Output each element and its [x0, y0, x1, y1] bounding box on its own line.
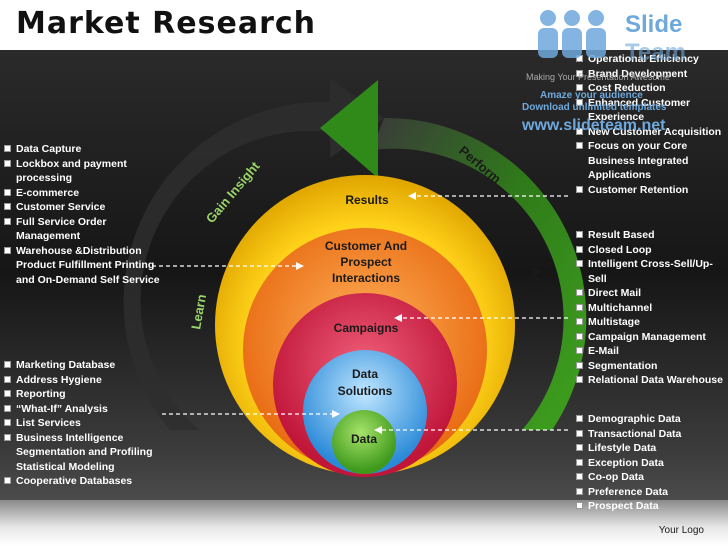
ring-data [332, 410, 396, 474]
list-item: Enhanced Customer Experience [576, 96, 726, 125]
list-item: Marketing Database [4, 358, 172, 373]
bottom-band [0, 500, 728, 546]
list-item: Relational Data Warehouse [576, 373, 726, 388]
list-item: Exception Data [576, 456, 726, 471]
list-item: Preference Data [576, 485, 726, 500]
your-logo-text: Your Logo [658, 525, 704, 536]
page-title: Market Research [16, 6, 316, 41]
cycle-arrow [123, 78, 384, 430]
svg-text:Making Your Presentation Aweso: Making Your Presentation Awesome [526, 72, 670, 82]
arrow-head [320, 80, 378, 178]
label-solutions: Solutions [337, 384, 393, 398]
label-data: Data [350, 432, 377, 446]
svg-text:Team: Team [625, 39, 686, 66]
list-item: New Customer Acquisition [576, 125, 726, 140]
list-item: Transactional Data [576, 427, 726, 442]
list-item: Warehouse &Distribution Product Fulfillm… [4, 244, 172, 288]
list-item: Address Hygiene [4, 373, 172, 388]
label-campaigns: Campaigns [333, 321, 399, 335]
arc-label-apply: Apply [527, 266, 548, 305]
arc-label-learn: Learn [188, 293, 209, 331]
arc-label-gain-insight: Gain Insight [203, 158, 263, 226]
list-item: Customer Service [4, 200, 172, 215]
list-item: Segmentation [576, 359, 726, 374]
list-item: Multistage [576, 315, 726, 330]
list-item: Data Capture [4, 142, 172, 157]
list-item: Demographic Data [576, 412, 726, 427]
list-item: Closed Loop [576, 243, 726, 258]
list-item: Cooperative Databases [4, 474, 172, 489]
list-item: Prospect Data [576, 499, 726, 514]
list-item: Reporting [4, 387, 172, 402]
list-item: Co-op Data [576, 470, 726, 485]
list-item: Operational Efficiency [576, 52, 726, 67]
list-item: Direct Mail [576, 286, 726, 301]
list-item: Focus on your Core Business Integrated A… [576, 139, 726, 183]
list-item: Business Intelligence Segmentation and P… [4, 431, 172, 475]
slideteam-watermark: Slide Team Making Your Presentation Awes… [520, 4, 725, 134]
label-prospect: Prospect [340, 255, 392, 269]
list-item: E-commerce [4, 186, 172, 201]
label-results: Results [345, 193, 389, 207]
list-item: Campaign Management [576, 330, 726, 345]
list-item: Customer Retention [576, 183, 726, 198]
list-item: Cost Reduction [576, 81, 726, 96]
list-item: Lockbox and payment processing [4, 157, 172, 186]
list-item: List Services [4, 416, 172, 431]
label-customer-and: Customer And [324, 239, 408, 253]
list-item: Result Based [576, 228, 726, 243]
list-item: Full Service Order Management [4, 215, 172, 244]
title-bar: Market Research [0, 0, 728, 50]
list-item: “What-If” Analysis [4, 402, 172, 417]
left-list-top: Data Capture Lockbox and payment process… [4, 142, 172, 287]
svg-text:Slide: Slide [625, 11, 682, 38]
people-icon: Slide Team Making Your Presentation Awes… [521, 10, 686, 134]
svg-text:Download unlimited templates: Download unlimited templates [522, 102, 667, 113]
list-item: Brand Development [576, 67, 726, 82]
svg-text:www.slideteam.net: www.slideteam.net [521, 117, 666, 134]
right-list-top: Operational Efficiency Brand Development… [576, 52, 726, 197]
right-list-middle: Result Based Closed Loop Intelligent Cro… [576, 228, 726, 388]
left-list-bottom: Marketing Database Address Hygiene Repor… [4, 358, 172, 489]
list-item: Lifestyle Data [576, 441, 726, 456]
svg-text:Amaze your audience: Amaze your audience [540, 90, 643, 101]
list-item: E-Mail [576, 344, 726, 359]
right-list-bottom: Demographic Data Transactional Data Life… [576, 412, 726, 514]
list-item: Multichannel [576, 301, 726, 316]
list-item: Intelligent Cross-Sell/Up-Sell [576, 257, 726, 286]
label-data-line: Data [351, 367, 378, 381]
label-interactions: Interactions [331, 271, 400, 285]
